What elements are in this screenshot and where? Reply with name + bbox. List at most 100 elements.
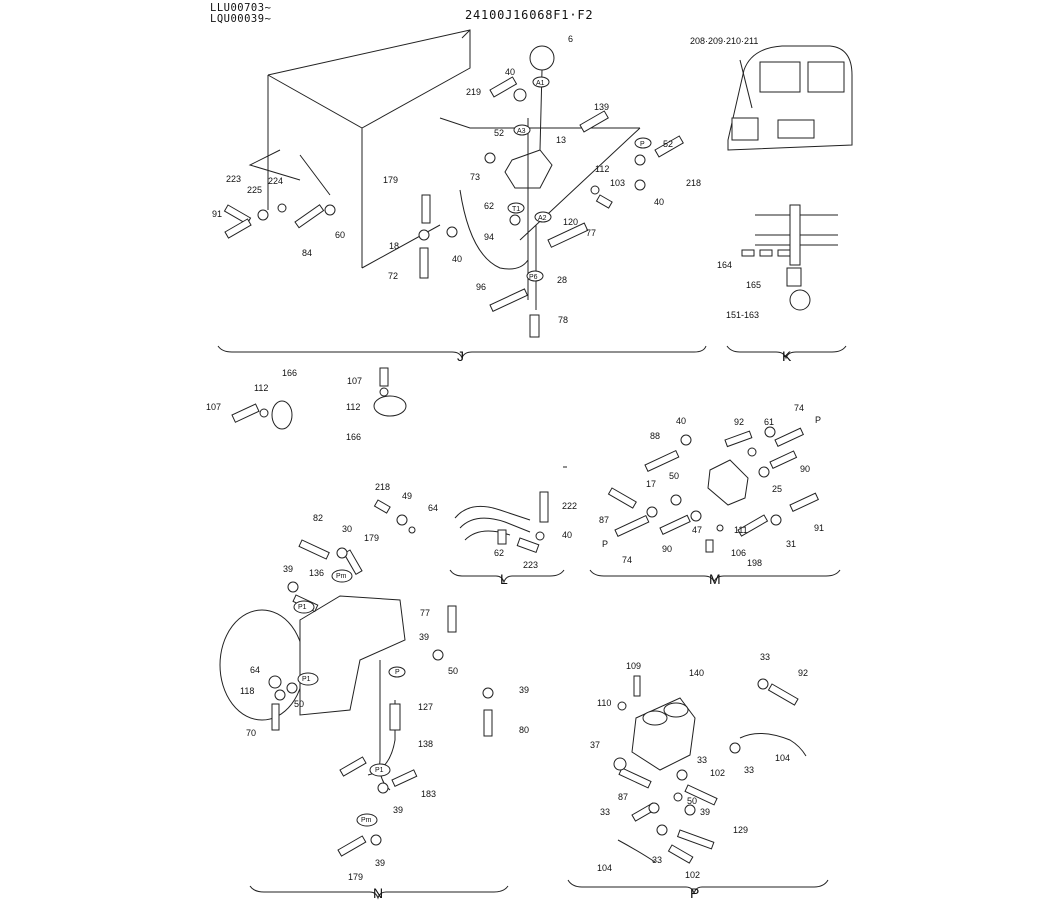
callout-j-34: 78	[558, 315, 568, 325]
callout-j-26: 84	[302, 248, 312, 258]
callout-j-24: 91	[212, 209, 222, 219]
hose-line-center	[459, 189, 529, 270]
callout-j-28: 94	[484, 232, 494, 242]
callout-n-21: 80	[519, 725, 529, 735]
callout-j-6: A3	[517, 128, 526, 135]
callout-j-5: 52	[494, 128, 504, 138]
callout-j-13: 218	[686, 178, 701, 188]
callout-p-6: 33	[744, 765, 754, 775]
callout-p-8: 104	[775, 753, 790, 763]
port-markers	[507, 76, 652, 282]
callout-m-4: P	[815, 415, 821, 425]
callout-n-15: 118	[240, 686, 254, 696]
model-code-1: LLU00703~	[210, 2, 272, 14]
callout-m-7: 25	[772, 484, 782, 494]
callout-n-7: 39	[283, 564, 293, 574]
callout-n-27: 179	[348, 872, 363, 882]
callout-n-25: 39	[393, 805, 403, 815]
callout-p-3: 92	[798, 668, 808, 678]
bracket-j	[217, 345, 707, 360]
callout-j-23: 225	[247, 185, 262, 195]
callout-m-10: 87	[599, 515, 609, 525]
drawing-number: 24100J16068F1·F2	[465, 8, 594, 22]
callout-k-1: 165	[746, 280, 761, 290]
callout-clamp-5: 166	[346, 432, 361, 442]
callout-j-30: 72	[388, 271, 398, 281]
callout-m-0: 40	[676, 416, 686, 426]
callout-j-20: 77	[586, 228, 596, 238]
callout-j-11: 112	[595, 164, 609, 174]
section-k-group: 164 165 151-163 K	[717, 204, 847, 364]
callout-p-15: 104	[597, 863, 612, 873]
callout-m-3: 74	[794, 403, 804, 413]
callout-p-0: 109	[626, 661, 641, 671]
callout-n-8: 136	[309, 568, 324, 578]
callout-clamp-4: 112	[346, 402, 360, 412]
callout-clamp-2: 166	[282, 368, 297, 378]
callout-n-23: P1	[375, 767, 384, 774]
section-label-m: M	[709, 571, 721, 587]
callout-m-6: 90	[800, 464, 810, 474]
callout-n-14: P1	[302, 676, 311, 683]
callout-cab-0: 208·209·210·211	[690, 36, 758, 46]
callout-p-7: 33	[697, 755, 707, 765]
callout-m-5: 88	[650, 431, 660, 441]
callout-p-10: 87	[618, 792, 628, 802]
housing-outline	[267, 29, 471, 268]
callout-p-14: 129	[733, 825, 748, 835]
p-hose	[739, 733, 807, 757]
callout-m-18: 90	[662, 544, 672, 554]
callout-n-16: 50	[294, 699, 304, 709]
callout-j-22: 224	[268, 176, 283, 186]
callout-n-5: 179	[364, 533, 379, 543]
callout-n-3: 82	[313, 513, 323, 523]
callout-j-9: 52	[663, 139, 673, 149]
model-code-2: LQU00039~	[210, 13, 272, 25]
callout-clamp-3: 107	[347, 376, 362, 386]
callout-n-12: 50	[448, 666, 458, 676]
callout-m-13: 106	[731, 548, 746, 558]
callout-p-9: 102	[710, 768, 725, 778]
callout-m-11: 47	[692, 525, 702, 535]
bracket-n	[249, 885, 509, 900]
callout-m-8: 50	[669, 471, 679, 481]
callout-m-2: 61	[764, 417, 774, 427]
callout-j-16: 62	[484, 201, 494, 211]
callout-p-5: 37	[590, 740, 600, 750]
callout-j-10: 73	[470, 172, 480, 182]
p-hose-2	[617, 839, 656, 863]
section-label-j: J	[457, 348, 464, 364]
section-label-p: P	[690, 885, 699, 901]
callout-n-18: P	[395, 669, 400, 676]
callout-p-13: 39	[700, 807, 710, 817]
callout-l-0: 222	[562, 501, 577, 511]
section-j-labels: 6 40 A1 219 139 52 A3 13 P 52 73 112 103…	[212, 34, 701, 325]
section-n-group: 218 49 64 82 30 179 Pm 39 136 P1 77 39 5…	[219, 482, 529, 901]
callout-j-27: 18	[389, 241, 399, 251]
callout-n-10: 77	[420, 608, 430, 618]
callout-p-12: 33	[600, 807, 610, 817]
callout-n-2: 64	[428, 503, 438, 513]
section-p-group: 109 140 33 92 110 37 33 33 104 102 87 50…	[567, 652, 829, 901]
callout-p-1: 140	[689, 668, 704, 678]
callout-n-6: Pm	[336, 573, 347, 580]
callout-m-9: 17	[646, 479, 656, 489]
callout-j-1: 40	[505, 67, 515, 77]
callout-n-1: 49	[402, 491, 412, 501]
callout-n-13: 64	[250, 665, 260, 675]
callout-n-4: 30	[342, 524, 352, 534]
l-hoses	[454, 505, 531, 541]
callout-j-15: 179	[383, 175, 398, 185]
callout-j-3: 219	[466, 87, 481, 97]
section-label-l: L	[500, 571, 508, 587]
callout-j-12: 103	[610, 178, 625, 188]
callout-m-12: 111	[734, 525, 748, 535]
callout-m-16: P	[602, 539, 608, 549]
callout-p-4: 110	[597, 698, 611, 708]
callout-j-19: 120	[563, 217, 578, 227]
callout-j-17: T1	[512, 206, 520, 213]
callout-j-7: 13	[556, 135, 566, 145]
callout-j-25: 60	[335, 230, 345, 240]
callout-n-22: 138	[418, 739, 433, 749]
